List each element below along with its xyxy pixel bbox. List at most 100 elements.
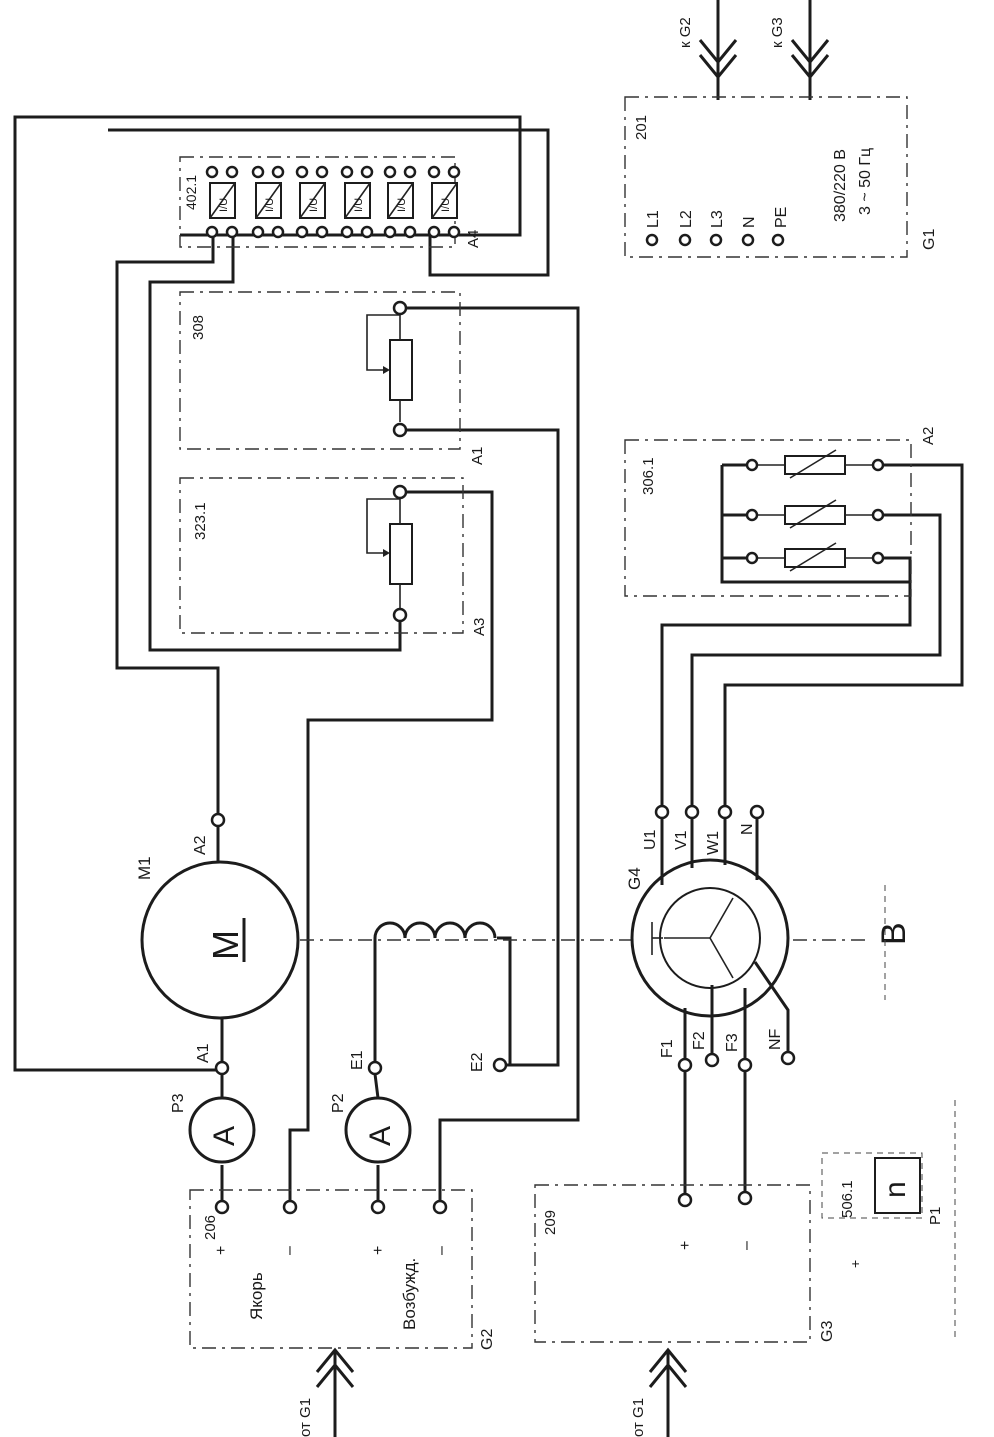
supply-arrow-g3: к G3 xyxy=(769,17,830,80)
g2-armature-minus-terminal[interactable] xyxy=(282,1199,298,1215)
a2-tag: A2 xyxy=(920,427,937,445)
sensor-4-terminal-4[interactable] xyxy=(360,225,374,239)
sensor-6-terminal-4[interactable] xyxy=(447,225,461,239)
g1-source-block: 201 G1 380/220 В 3 ~ 50 Гц L1 L2 L3 N PE xyxy=(624,96,938,258)
sensor-6-terminal-2[interactable] xyxy=(447,165,461,179)
g4-terminal-u1[interactable] xyxy=(654,804,670,820)
svg-text:–: – xyxy=(433,1246,450,1255)
svg-text:F2: F2 xyxy=(691,1031,708,1050)
g4-terminal-f1[interactable] xyxy=(677,1057,693,1073)
a3-code: 323.1 xyxy=(192,502,209,540)
svg-text:W1: W1 xyxy=(705,831,722,855)
m1-tag: M1 xyxy=(135,856,154,880)
g2-excitation-label: Возбужд. xyxy=(400,1258,419,1330)
field-terminal-e2[interactable] xyxy=(492,1057,508,1073)
rheostat-308-terminal-top[interactable] xyxy=(392,300,408,316)
g1-frequency: 3 ~ 50 Гц xyxy=(857,148,874,215)
svg-text:V1: V1 xyxy=(673,830,690,850)
rheostat-308-terminal-bottom[interactable] xyxy=(392,422,408,438)
sensor-2-terminal-4[interactable] xyxy=(271,225,285,239)
sensor-5-glyph: I/U xyxy=(396,198,408,212)
g4-terminal-v1[interactable] xyxy=(684,804,700,820)
svg-text:N: N xyxy=(739,823,756,835)
g4-terminal-n[interactable] xyxy=(749,804,765,820)
svg-text:A2: A2 xyxy=(192,835,209,855)
sensor-4-terminal-3[interactable] xyxy=(340,225,354,239)
g4-terminal-f2[interactable] xyxy=(704,1052,720,1068)
svg-text:N: N xyxy=(741,216,758,228)
sensor-5-terminal-4[interactable] xyxy=(403,225,417,239)
m1-terminal-a2[interactable] xyxy=(210,812,226,828)
svg-text:A1: A1 xyxy=(195,1043,212,1063)
g1-terminal-l1[interactable]: L1 xyxy=(645,210,662,247)
supply-arrow-g2: к G2 xyxy=(677,17,738,80)
sensor-6-terminal-1[interactable] xyxy=(427,165,441,179)
rheostat-323-terminal-top[interactable] xyxy=(392,484,408,500)
sensor-5-terminal-2[interactable] xyxy=(403,165,417,179)
a4-code: 402.1 xyxy=(183,175,199,210)
p1-code: 506.1 xyxy=(839,1180,856,1218)
sensor-2-terminal-2[interactable] xyxy=(271,165,285,179)
sensor-4-terminal-1[interactable] xyxy=(340,165,354,179)
sensor-1-terminal-1[interactable] xyxy=(205,165,219,179)
svg-text:+: + xyxy=(213,1246,230,1255)
g1-terminal-pe[interactable]: PE xyxy=(771,207,790,247)
sensor-1-terminal-2[interactable] xyxy=(225,165,239,179)
m1-dc-motor: M1 M A2 A1 xyxy=(135,812,300,1076)
g2-code: 206 xyxy=(202,1215,219,1240)
sensor-3-terminal-1[interactable] xyxy=(295,165,309,179)
g1-tag: G1 xyxy=(921,229,938,250)
sensor-module-3: I/U xyxy=(295,165,329,239)
g2-excitation-minus-terminal[interactable] xyxy=(432,1199,448,1215)
svg-text:E2: E2 xyxy=(469,1052,486,1072)
sensor-3-terminal-2[interactable] xyxy=(315,165,329,179)
sensor-3-terminal-4[interactable] xyxy=(315,225,329,239)
sensor-6-terminal-3[interactable] xyxy=(427,225,441,239)
m1-terminal-a1[interactable] xyxy=(214,1060,230,1076)
sensor-5-terminal-3[interactable] xyxy=(383,225,397,239)
svg-text:+: + xyxy=(370,1246,387,1255)
load-terminal-2[interactable] xyxy=(871,508,885,522)
g1-terminal-l3[interactable]: L3 xyxy=(709,210,726,247)
g2-excitation-plus-terminal[interactable] xyxy=(370,1199,386,1215)
sensor-2-terminal-3[interactable] xyxy=(251,225,265,239)
sensor-4-terminal-2[interactable] xyxy=(360,165,374,179)
g3-tag: G3 xyxy=(819,1321,836,1342)
field-terminal-e1[interactable] xyxy=(367,1060,383,1076)
load-terminal-1[interactable] xyxy=(871,458,885,472)
g4-terminal-nf[interactable] xyxy=(780,1050,796,1066)
sensor-5-terminal-1[interactable] xyxy=(383,165,397,179)
p1-symbol: n xyxy=(879,1181,912,1198)
g1-terminal-l2[interactable]: L2 xyxy=(678,210,695,247)
sensor-2-terminal-1[interactable] xyxy=(251,165,265,179)
p1-tag: P1 xyxy=(927,1207,944,1225)
svg-text:PE: PE xyxy=(773,207,790,228)
sensor-2-glyph: I/U xyxy=(264,198,276,212)
svg-text:+: + xyxy=(677,1241,694,1250)
svg-text:E1: E1 xyxy=(349,1050,366,1070)
g3-minus-terminal[interactable] xyxy=(737,1190,753,1206)
supply-arrow-g2-from-g1: от G1 xyxy=(297,1347,355,1437)
sensor-1-terminal-4[interactable] xyxy=(225,225,239,239)
g2-armature-label: Якорь xyxy=(247,1272,266,1320)
g2-armature-plus-terminal[interactable] xyxy=(214,1199,230,1215)
g4-terminal-w1[interactable] xyxy=(717,804,733,820)
svg-text:L3: L3 xyxy=(709,210,726,228)
g1-terminal-n[interactable]: N xyxy=(741,216,758,247)
sensor-3-terminal-3[interactable] xyxy=(295,225,309,239)
g3-plus-terminal[interactable] xyxy=(677,1192,693,1208)
g4-terminal-f3[interactable] xyxy=(737,1057,753,1073)
svg-text:A: A xyxy=(364,1126,397,1146)
wiring xyxy=(13,0,964,1437)
load-terminal-3[interactable] xyxy=(871,551,885,565)
sensor-1-terminal-3[interactable] xyxy=(205,225,219,239)
sensor-module-4: I/U xyxy=(340,165,374,239)
g3-dc-source: 209 G3 + – xyxy=(534,1184,836,1343)
svg-text:–: – xyxy=(738,1241,755,1250)
load-resistor-2 xyxy=(745,499,885,529)
sensor-1-glyph: I/U xyxy=(218,198,230,212)
ammeter-p3: A P3 xyxy=(170,1074,256,1164)
svg-text:A: A xyxy=(208,1126,241,1146)
rheostat-323-terminal-bottom[interactable] xyxy=(392,607,408,623)
